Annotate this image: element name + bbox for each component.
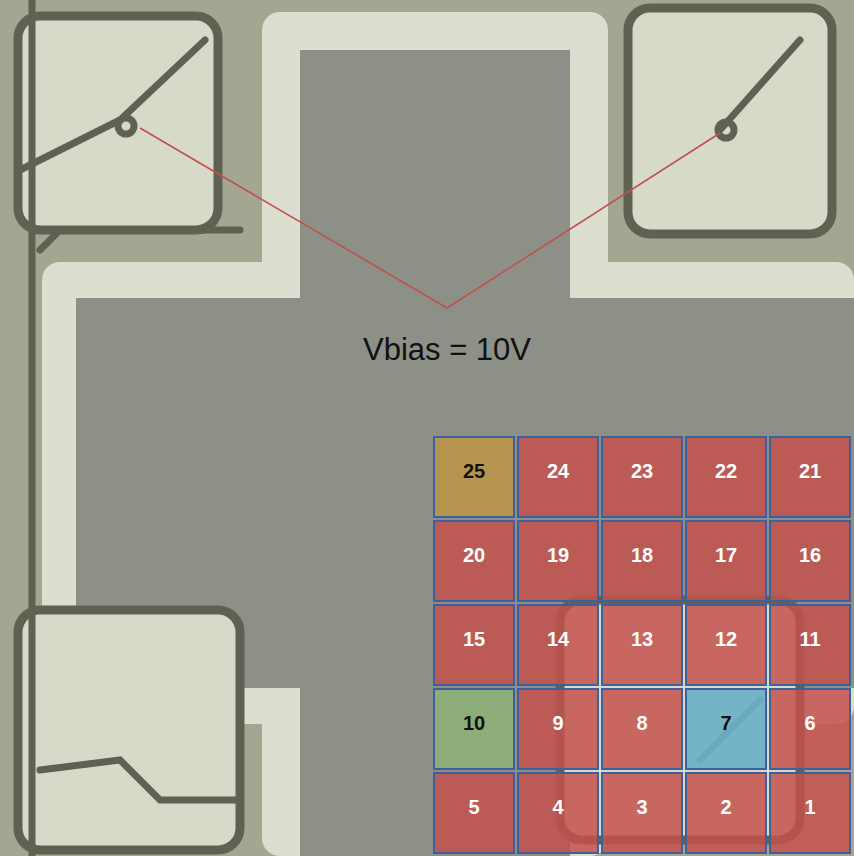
pixel-cell: 15 [433,604,515,686]
cell-number: 10 [463,713,485,733]
corner-pad [18,16,218,230]
cell-number: 8 [636,713,647,733]
pixel-cell: 8 [601,688,683,770]
metal-trace [20,0,800,856]
pixel-cell: 20 [433,520,515,602]
cell-number: 20 [463,545,485,565]
cell-number: 5 [468,797,479,817]
pixel-cell: 18 [601,520,683,602]
cell-number: 19 [547,545,569,565]
cell-number: 24 [547,461,569,481]
pixel-cell: 2 [685,772,767,854]
corner-pad [18,610,240,850]
pixel-cell: 22 [685,436,767,518]
cell-number: 18 [631,545,653,565]
cell-number: 9 [552,713,563,733]
pixel-cell: 25 [433,436,515,518]
pixel-cell: 6 [769,688,851,770]
pixel-cell: 19 [517,520,599,602]
cell-number: 12 [715,629,737,649]
cell-number: 22 [715,461,737,481]
cell-number: 16 [799,545,821,565]
corner-pad [628,8,832,234]
pixel-cell: 13 [601,604,683,686]
pixel-cell: 14 [517,604,599,686]
pixel-cell: 11 [769,604,851,686]
pixel-cell: 5 [433,772,515,854]
pixel-cell: 3 [601,772,683,854]
bias-label: Vbias = 10V [363,333,531,367]
cell-number: 21 [799,461,821,481]
cell-number: 2 [720,797,731,817]
cell-number: 25 [463,461,485,481]
pixel-cell: 21 [769,436,851,518]
cell-number: 3 [636,797,647,817]
pixel-cell: 16 [769,520,851,602]
pixel-cell: 10 [433,688,515,770]
cell-number: 13 [631,629,653,649]
pixel-cell: 17 [685,520,767,602]
cell-number: 6 [804,713,815,733]
cell-number: 11 [799,629,820,649]
cell-number: 14 [547,629,569,649]
cell-number: 23 [631,461,653,481]
leader-line [140,128,720,308]
pixel-cell: 1 [769,772,851,854]
cell-number: 7 [720,713,731,733]
pixel-cell: 9 [517,688,599,770]
cell-number: 15 [463,629,485,649]
cell-number: 17 [715,545,737,565]
pixel-cell: 12 [685,604,767,686]
pixel-cell: 7 [685,688,767,770]
pixel-cell: 4 [517,772,599,854]
cell-number: 1 [804,797,815,817]
pixel-cell: 23 [601,436,683,518]
pixel-cell: 24 [517,436,599,518]
cell-number: 4 [552,797,563,817]
